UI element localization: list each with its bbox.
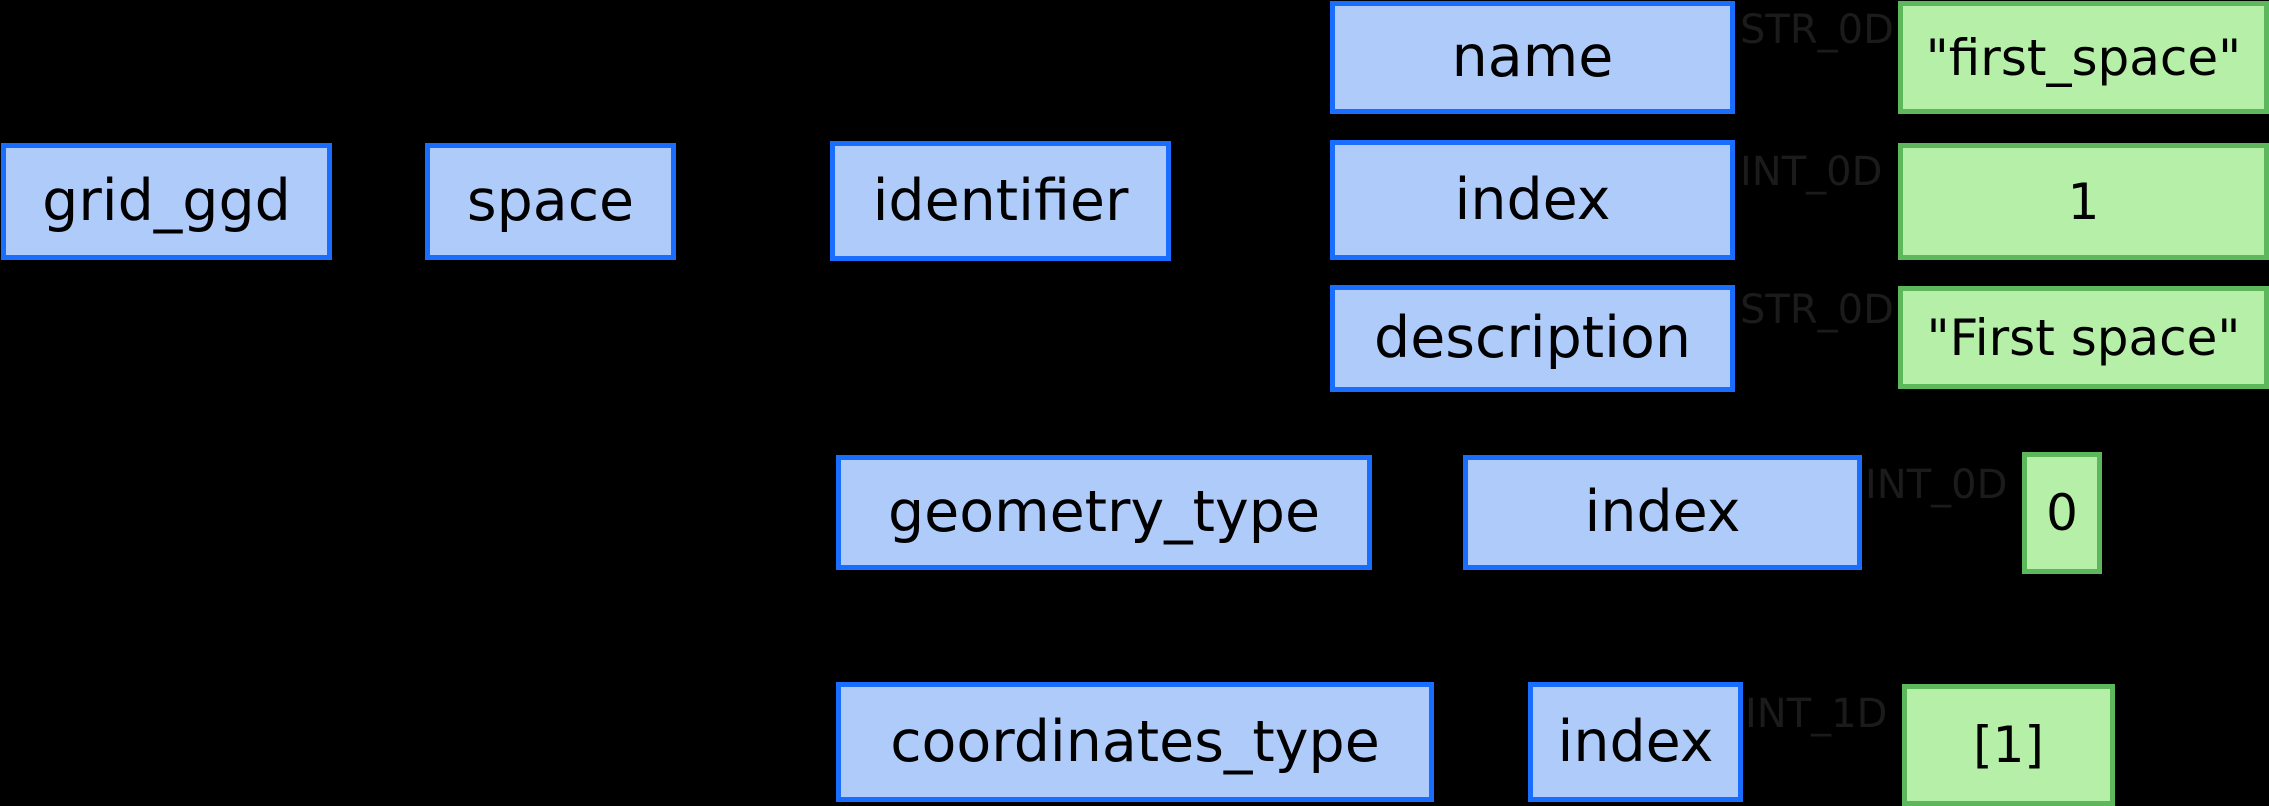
node-index-coordinates[interactable]: index xyxy=(1528,682,1743,802)
type-label-name: STR_0D xyxy=(1740,7,1894,53)
node-identifier[interactable]: identifier xyxy=(830,141,1171,261)
node-index-coordinates-label: index xyxy=(1557,708,1714,775)
type-label-index-coordinates: INT_1D xyxy=(1745,691,1888,737)
node-identifier-label: identifier xyxy=(872,167,1129,234)
node-description-label: description xyxy=(1374,305,1691,371)
node-space[interactable]: space xyxy=(425,143,676,260)
edge-space-geometry_type xyxy=(676,198,836,516)
value-name[interactable]: "first_space" xyxy=(1898,1,2269,114)
node-name[interactable]: name xyxy=(1330,1,1735,114)
node-index-identifier-label: index xyxy=(1454,166,1611,233)
edge-space-coordinates_type xyxy=(676,198,836,745)
node-index-geometry-label: index xyxy=(1584,479,1741,545)
node-grid_ggd-label: grid_ggd xyxy=(42,168,291,234)
value-description[interactable]: "First space" xyxy=(1898,286,2269,389)
node-description[interactable]: description xyxy=(1330,285,1735,392)
edge-identifier-description xyxy=(1171,198,1330,341)
node-space-label: space xyxy=(466,168,635,234)
value-index-geometry-label: 0 xyxy=(2046,484,2078,542)
value-index-identifier-label: 1 xyxy=(2067,172,2100,231)
type-label-index-identifier: INT_0D xyxy=(1740,149,1883,195)
node-geometry_type-label: geometry_type xyxy=(887,479,1321,545)
node-geometry_type[interactable]: geometry_type xyxy=(836,455,1372,570)
node-name-label: name xyxy=(1451,24,1614,90)
node-index-identifier[interactable]: index xyxy=(1330,140,1735,260)
value-index-coordinates-label: [1] xyxy=(1973,716,2044,774)
node-index-geometry[interactable]: index xyxy=(1463,455,1862,570)
type-label-index-geometry: INT_0D xyxy=(1865,462,2008,508)
edge-identifier-name xyxy=(1171,54,1330,204)
node-coordinates_type[interactable]: coordinates_type xyxy=(836,682,1434,802)
value-name-label: "first_space" xyxy=(1925,28,2242,87)
value-description-label: "First space" xyxy=(1926,308,2241,367)
node-grid_ggd[interactable]: grid_ggd xyxy=(1,143,332,260)
node-coordinates_type-label: coordinates_type xyxy=(890,708,1380,775)
value-index-geometry[interactable]: 0 xyxy=(2022,452,2102,574)
value-index-identifier[interactable]: 1 xyxy=(1898,143,2269,260)
value-index-coordinates[interactable]: [1] xyxy=(1902,684,2115,806)
type-label-description: STR_0D xyxy=(1740,287,1894,333)
